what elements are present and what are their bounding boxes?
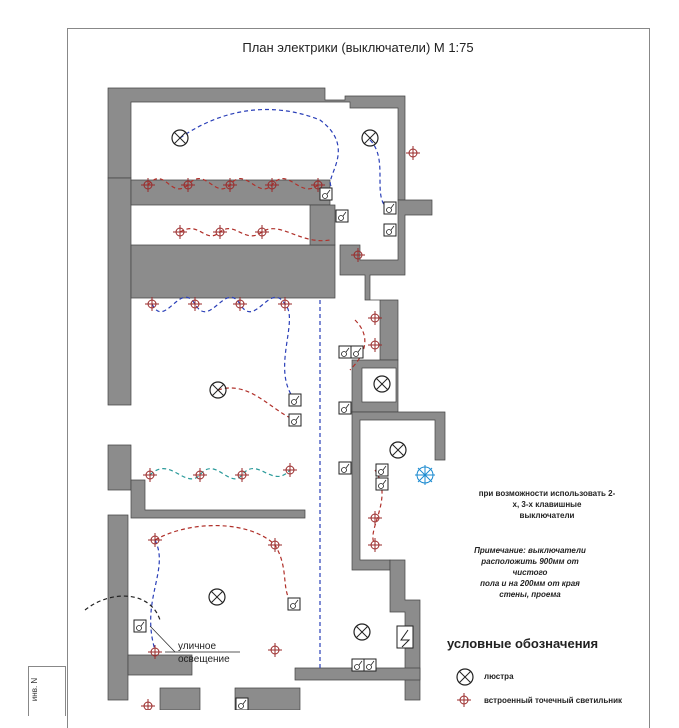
- chandelier-icon: [456, 668, 474, 686]
- drawing-sheet: [67, 28, 650, 728]
- walls: [107, 87, 446, 710]
- legend-title: условные обозначения: [447, 636, 599, 651]
- switch-hint-note: при возможности использовать 2-х, 3-х кл…: [478, 489, 616, 520]
- stamp-label: инв. N: [30, 677, 40, 702]
- title-block-stamp: инв. N: [28, 666, 66, 716]
- spot-light-icon: [456, 692, 472, 708]
- legend-spot-label: встроенный точечный светильник: [484, 696, 622, 705]
- fan-icon: [415, 465, 435, 485]
- legend-chandelier-label: люстра: [484, 672, 514, 681]
- plan-title: План электрики (выключатели) М 1:75: [242, 40, 474, 55]
- electric-panel-icon: [396, 625, 414, 649]
- wiring: [84, 108, 391, 670]
- floor-plan: [84, 87, 474, 710]
